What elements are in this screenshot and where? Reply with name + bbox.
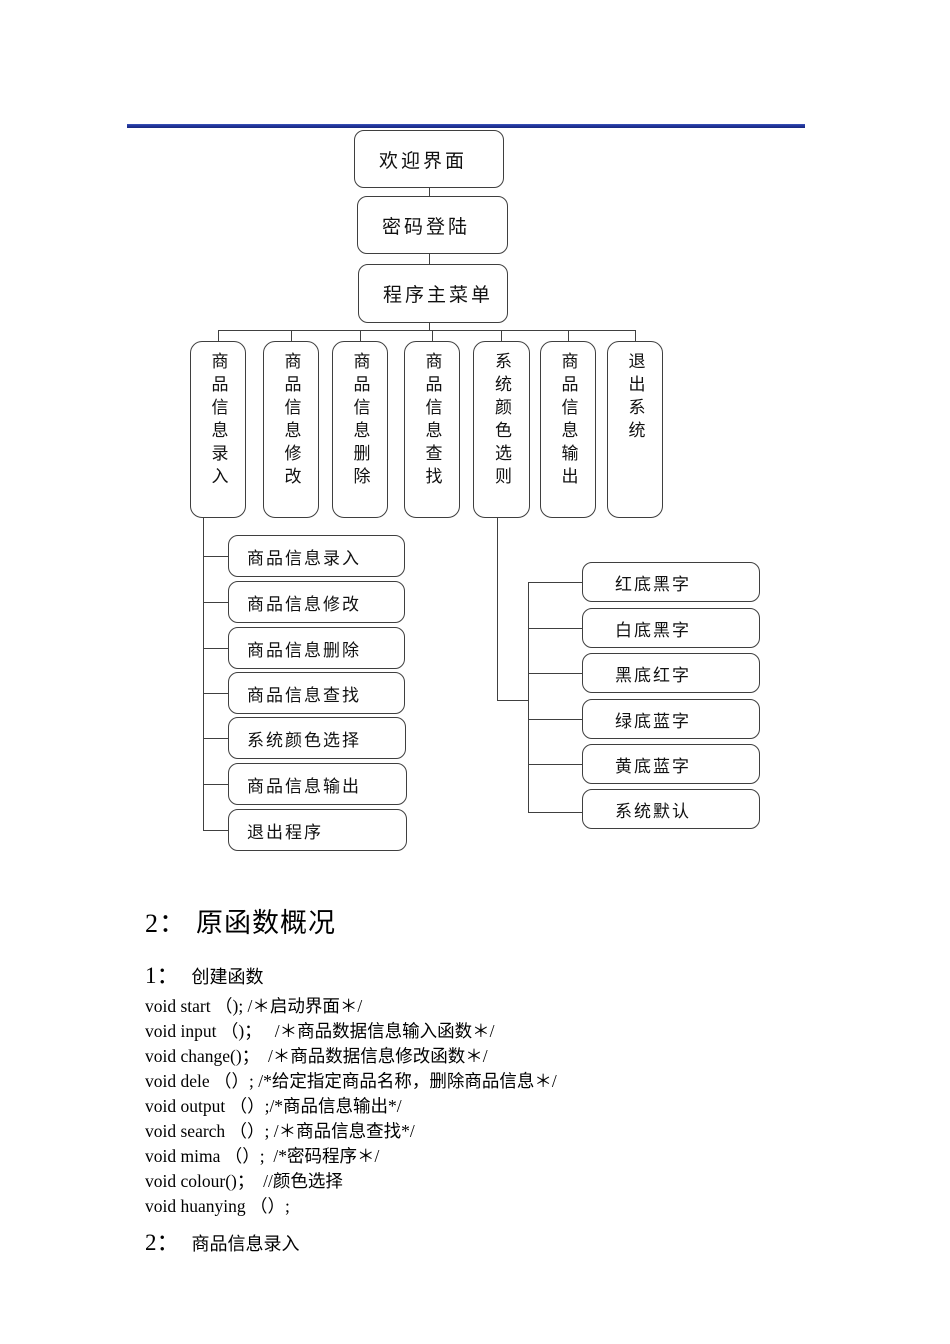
connector-line	[360, 330, 361, 341]
heading-divider-line	[127, 124, 805, 128]
subsection-title: 创建函数	[191, 967, 264, 987]
node-label: 商品信息输出	[558, 352, 578, 490]
flowchart-subnode-white-bg-black-text: 白底黑字	[582, 608, 760, 648]
node-label: 黄底蓝字	[615, 756, 691, 776]
connector-line	[291, 330, 292, 341]
node-label: 密码登陆	[382, 216, 471, 238]
connector-line	[528, 764, 582, 765]
connector-line	[218, 330, 636, 331]
flowchart-node-product-delete: 商品信息删除	[332, 341, 388, 518]
flowchart-node-product-search: 商品信息查找	[404, 341, 460, 518]
node-label: 程序主菜单	[383, 285, 494, 306]
connector-line	[528, 812, 582, 813]
connector-line	[203, 784, 228, 785]
flowchart-node-welcome: 欢迎界面	[354, 130, 504, 188]
flowchart-subnode-delete: 商品信息删除	[228, 627, 405, 669]
connector-line	[203, 648, 228, 649]
flowchart-node-product-output: 商品信息输出	[540, 341, 596, 518]
section-number: 2：	[145, 909, 187, 938]
code-line: void change()； /＊商品数据信息修改函数＊/	[145, 1046, 488, 1066]
code-line: void mima （）; /*密码程序＊/	[145, 1146, 380, 1166]
flowchart-subnode-yellow-bg-blue-text: 黄底蓝字	[582, 744, 760, 784]
flowchart-subnode-exit-program: 退出程序	[228, 809, 407, 851]
node-label: 商品信息录入	[208, 352, 228, 490]
node-label: 退出系统	[625, 352, 645, 444]
connector-line	[528, 582, 529, 813]
flowchart-node-color-select: 系统颜色选则	[473, 341, 530, 518]
connector-line	[635, 330, 636, 341]
connector-line	[429, 254, 430, 264]
flowchart-node-product-modify: 商品信息修改	[263, 341, 319, 518]
connector-line	[501, 330, 502, 341]
connector-line	[203, 556, 228, 557]
connector-line	[203, 830, 228, 831]
flowchart-subnode-entry: 商品信息录入	[228, 535, 405, 577]
flowchart-subnode-modify: 商品信息修改	[228, 581, 405, 623]
code-line: void start （); /＊启动界面＊/	[145, 996, 363, 1016]
connector-line	[528, 582, 582, 583]
node-label: 系统颜色选则	[492, 352, 511, 490]
node-label: 商品信息查找	[422, 352, 442, 490]
connector-line	[528, 719, 582, 720]
flowchart-node-product-entry: 商品信息录入	[190, 341, 246, 518]
flowchart-node-main-menu: 程序主菜单	[358, 264, 508, 323]
node-label: 欢迎界面	[379, 150, 468, 172]
subsection2-heading: 2： 商品信息录入	[145, 1223, 825, 1257]
section-title: 原函数概况	[196, 908, 337, 938]
flowchart-node-exit-system: 退出系统	[607, 341, 663, 518]
code-line: void huanying （）;	[145, 1196, 290, 1216]
subsection2-number: 2：	[145, 1230, 180, 1255]
flowchart-subnode-output: 商品信息输出	[228, 763, 407, 805]
connector-line	[203, 602, 228, 603]
node-label: 商品信息查找	[247, 685, 361, 705]
connector-line	[432, 330, 433, 341]
node-label: 商品信息录入	[247, 548, 361, 568]
connector-line	[497, 518, 498, 700]
node-label: 绿底蓝字	[615, 711, 691, 731]
node-label: 系统默认	[615, 801, 691, 821]
section-heading: 2： 原函数概况	[145, 901, 825, 940]
document-body-text: 2： 原函数概况 1： 创建函数 void start （); /＊启动界面＊/ v…	[145, 901, 825, 1257]
connector-line	[429, 188, 430, 196]
connector-line	[528, 673, 582, 674]
code-line: void dele （）; /*给定指定商品名称，删除商品信息＊/	[145, 1071, 557, 1091]
subsection2-title: 商品信息录入	[191, 1234, 300, 1254]
flowchart-subnode-black-bg-red-text: 黑底红字	[582, 653, 760, 693]
node-label: 黑底红字	[615, 665, 691, 685]
connector-line	[568, 330, 569, 341]
node-label: 商品信息删除	[247, 640, 361, 660]
connector-line	[429, 323, 430, 330]
connector-line	[203, 738, 228, 739]
node-label: 红底黑字	[615, 574, 691, 594]
flowchart-subnode-green-bg-blue-text: 绿底蓝字	[582, 699, 760, 739]
subsection-heading: 1： 创建函数	[145, 956, 825, 990]
flowchart-subnode-system-default: 系统默认	[582, 789, 760, 829]
node-label: 白底黑字	[615, 620, 691, 640]
code-line: void output （）;/*商品信息输出*/	[145, 1096, 402, 1116]
node-label: 商品信息输出	[247, 776, 361, 796]
connector-line	[203, 693, 228, 694]
subsection-number: 1：	[145, 963, 180, 988]
node-label: 商品信息修改	[247, 594, 361, 614]
node-label: 系统颜色选择	[247, 730, 361, 750]
node-label: 商品信息删除	[350, 352, 370, 490]
flowchart-subnode-search: 商品信息查找	[228, 672, 405, 714]
flowchart-subnode-color-choose: 系统颜色选择	[228, 717, 406, 759]
connector-line	[203, 518, 204, 830]
flowchart-node-password-login: 密码登陆	[357, 196, 508, 254]
code-line: void search （）; /＊商品信息查找*/	[145, 1121, 415, 1141]
connector-line	[528, 628, 582, 629]
node-label: 退出程序	[247, 822, 323, 842]
node-label: 商品信息修改	[281, 352, 301, 490]
flowchart-subnode-red-bg-black-text: 红底黑字	[582, 562, 760, 602]
code-line: void colour()； //颜色选择	[145, 1171, 343, 1191]
connector-line	[218, 330, 219, 341]
connector-line	[497, 700, 528, 701]
code-line: void input （)； /＊商品数据信息输入函数＊/	[145, 1021, 495, 1041]
